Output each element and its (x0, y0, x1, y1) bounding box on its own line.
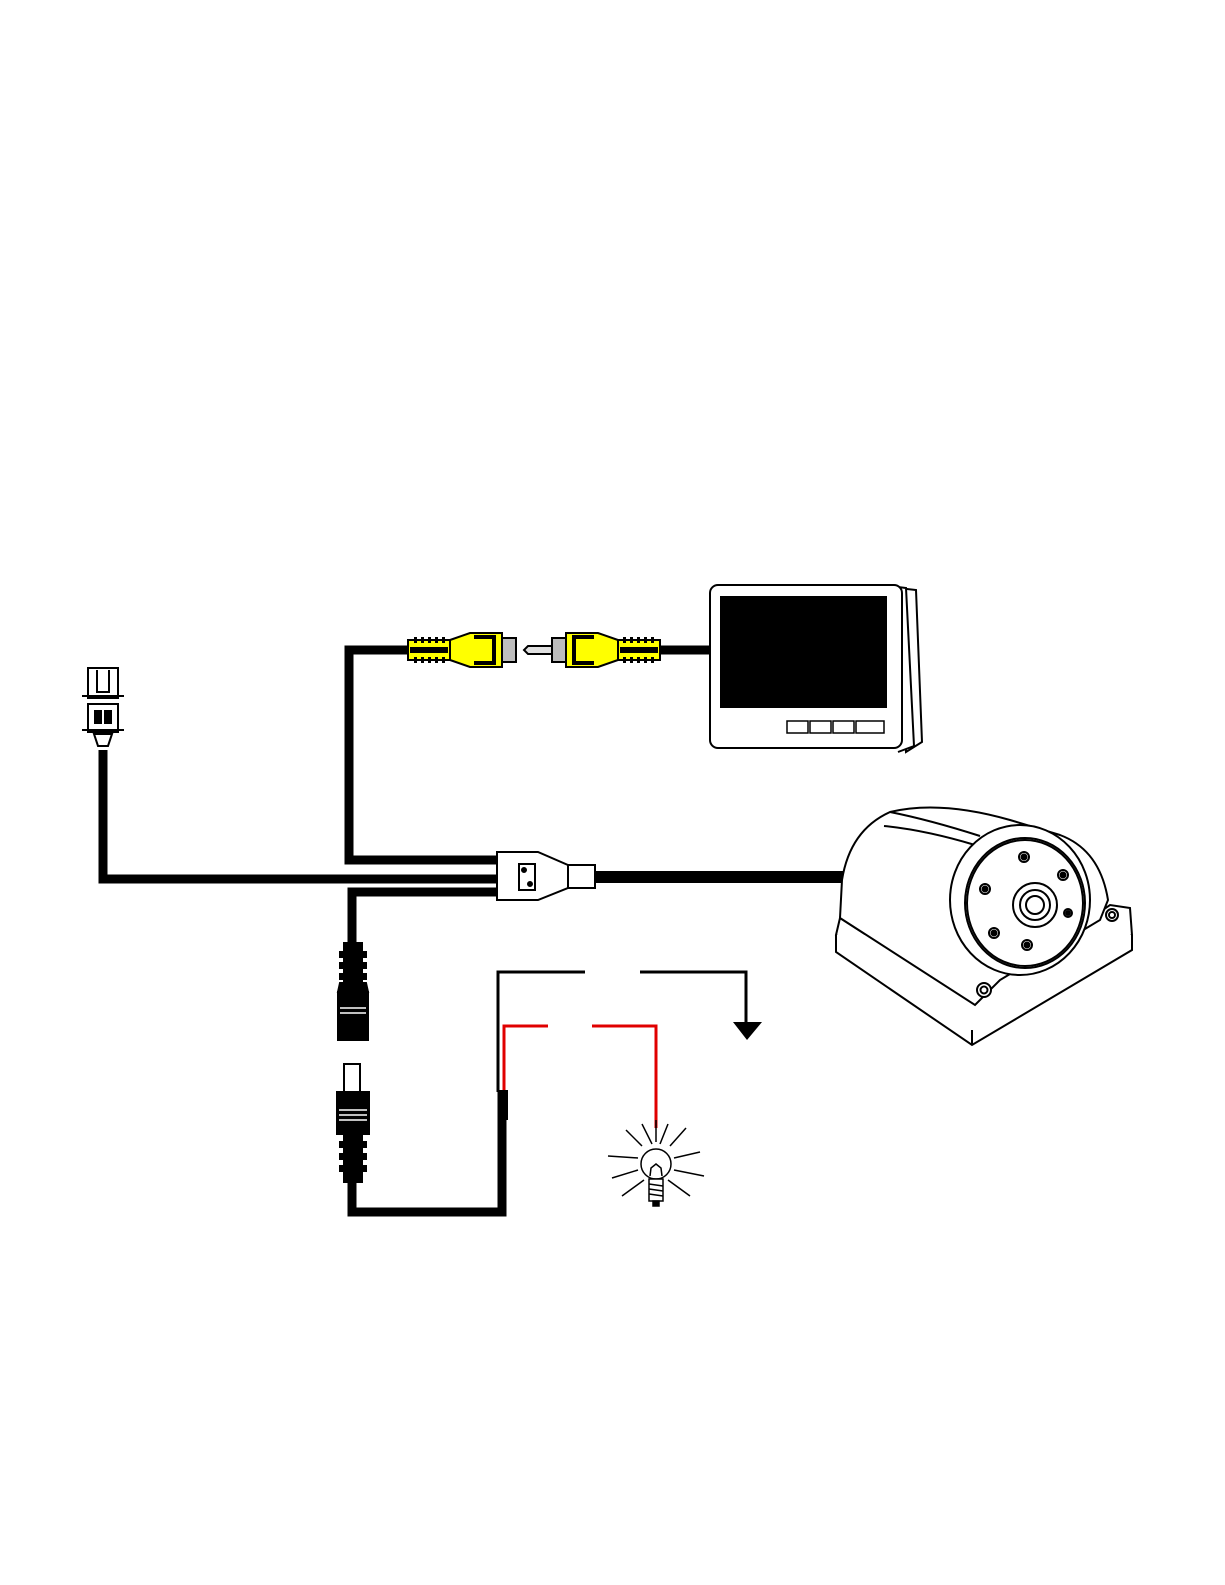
ground-arrow-icon (733, 1022, 762, 1040)
video-cable (349, 650, 497, 860)
light-bulb-icon (608, 1120, 704, 1206)
monitor-icon (710, 585, 922, 752)
positive-wire (504, 1026, 656, 1128)
dc-male-connector (337, 1064, 369, 1182)
side-mount-camera-icon (836, 808, 1132, 1046)
monitor-buttons (787, 721, 884, 733)
splitter-icon (497, 852, 595, 900)
monitor-screen (721, 597, 886, 707)
two-pin-plug-icon (82, 668, 124, 746)
rca-plug-icon (408, 633, 660, 667)
dc-cable-bottom (352, 1090, 502, 1212)
rca-female-connector (408, 633, 516, 667)
ground-wire (498, 972, 746, 1092)
dc-cable-top (352, 892, 497, 948)
dc-plug-icon (337, 943, 369, 1182)
rca-male-connector (524, 633, 660, 667)
dc-female-connector (338, 943, 368, 1040)
